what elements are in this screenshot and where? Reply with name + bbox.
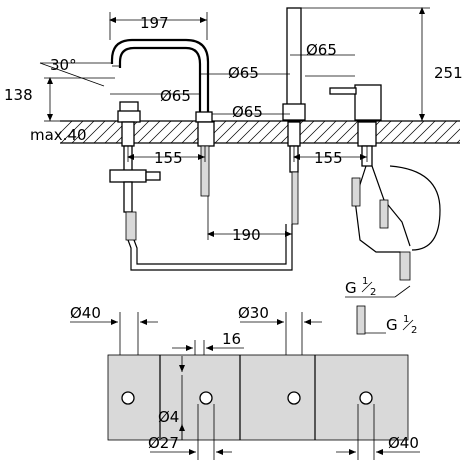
dim-dia65-group: Ø65 Ø65 Ø65 Ø65 bbox=[110, 41, 355, 121]
dim-label-16: 16 bbox=[222, 330, 241, 348]
hatch-line bbox=[247, 121, 271, 143]
hatch-line bbox=[60, 121, 73, 134]
dim-label-dia4: Ø4 bbox=[158, 408, 179, 426]
dim-dia40-right: Ø40 bbox=[336, 404, 420, 460]
hatch-line bbox=[60, 121, 84, 143]
deck-section bbox=[60, 120, 460, 144]
dim-label-251: 251 bbox=[434, 64, 463, 82]
hatch-line bbox=[258, 121, 282, 143]
dim-label-dia65-spout: Ø65 bbox=[160, 87, 191, 105]
dim-label-138: 138 bbox=[4, 86, 33, 104]
svg-text:2: 2 bbox=[411, 325, 417, 336]
hatch-line bbox=[236, 121, 260, 143]
dim-197: 197 bbox=[109, 12, 208, 40]
dim-label-190: 190 bbox=[232, 226, 261, 244]
hatch-line bbox=[214, 121, 238, 143]
dim-155-right: 155 bbox=[293, 146, 368, 167]
dim-16: 16 bbox=[172, 330, 244, 355]
hatch-line bbox=[71, 121, 95, 143]
hatch-line bbox=[159, 121, 183, 143]
dim-label-dia40-left: Ø40 bbox=[70, 304, 101, 322]
hatch-line bbox=[324, 121, 348, 143]
thread-label-upper: G 1 2 bbox=[345, 276, 411, 298]
svg-text:2: 2 bbox=[370, 287, 376, 298]
hand-shower bbox=[282, 7, 306, 225]
hatch-line bbox=[401, 121, 425, 143]
dim-dia30: Ø30 bbox=[238, 304, 322, 355]
dim-138: 138 bbox=[4, 77, 115, 122]
dim-angle: 30° bbox=[39, 56, 112, 87]
hatch-line bbox=[390, 121, 414, 143]
thread-g-upper: G bbox=[345, 279, 357, 297]
hatch-line bbox=[82, 121, 106, 143]
hatch-line bbox=[93, 121, 117, 143]
spout-connector bbox=[197, 121, 215, 197]
dim-label-dia27: Ø27 bbox=[148, 434, 179, 452]
dim-dia4: Ø4 bbox=[158, 356, 185, 440]
dim-label-155-right: 155 bbox=[314, 149, 343, 167]
hatch-line bbox=[137, 121, 161, 143]
deck-plan bbox=[107, 354, 409, 441]
dim-label-155-left: 155 bbox=[154, 149, 183, 167]
dim-max40: max.40 bbox=[30, 126, 87, 144]
dim-label-197: 197 bbox=[140, 14, 169, 32]
thread-g-lower: G bbox=[386, 316, 398, 334]
dim-label-max40: max.40 bbox=[30, 126, 87, 144]
spout bbox=[110, 38, 213, 123]
dim-label-dia65-valve: Ø65 bbox=[228, 64, 259, 82]
hatch-line bbox=[379, 121, 403, 143]
hatch-line bbox=[445, 128, 460, 143]
dim-label-dia40-right: Ø40 bbox=[388, 434, 419, 452]
dim-label-dia30: Ø30 bbox=[238, 304, 269, 322]
hatch-line bbox=[434, 121, 458, 143]
hatch-line bbox=[423, 121, 447, 143]
dim-dia40-left: Ø40 bbox=[70, 304, 158, 355]
dim-label-dia65-shower: Ø65 bbox=[306, 41, 337, 59]
hatch-line bbox=[313, 121, 337, 143]
hatch-line bbox=[302, 121, 326, 143]
dim-155-left: 155 bbox=[127, 146, 206, 167]
hatch-line bbox=[148, 121, 172, 143]
dim-label-angle: 30° bbox=[50, 56, 77, 74]
dim-190: 190 bbox=[207, 196, 293, 244]
mixer-right bbox=[329, 84, 382, 167]
svg-text:1: 1 bbox=[403, 314, 409, 325]
dim-dia27: Ø27 bbox=[148, 404, 232, 460]
hatch-line bbox=[335, 121, 359, 143]
hatch-line bbox=[225, 121, 249, 143]
dim-label-dia65-base: Ø65 bbox=[232, 103, 263, 121]
hatch-line bbox=[456, 139, 460, 143]
thread-label-lower: G 1 2 bbox=[365, 314, 417, 336]
hatch-line bbox=[412, 121, 436, 143]
hatch-line bbox=[170, 121, 194, 143]
hoses bbox=[125, 165, 441, 335]
svg-text:1: 1 bbox=[362, 276, 368, 287]
dim-251: 251 bbox=[301, 7, 463, 122]
